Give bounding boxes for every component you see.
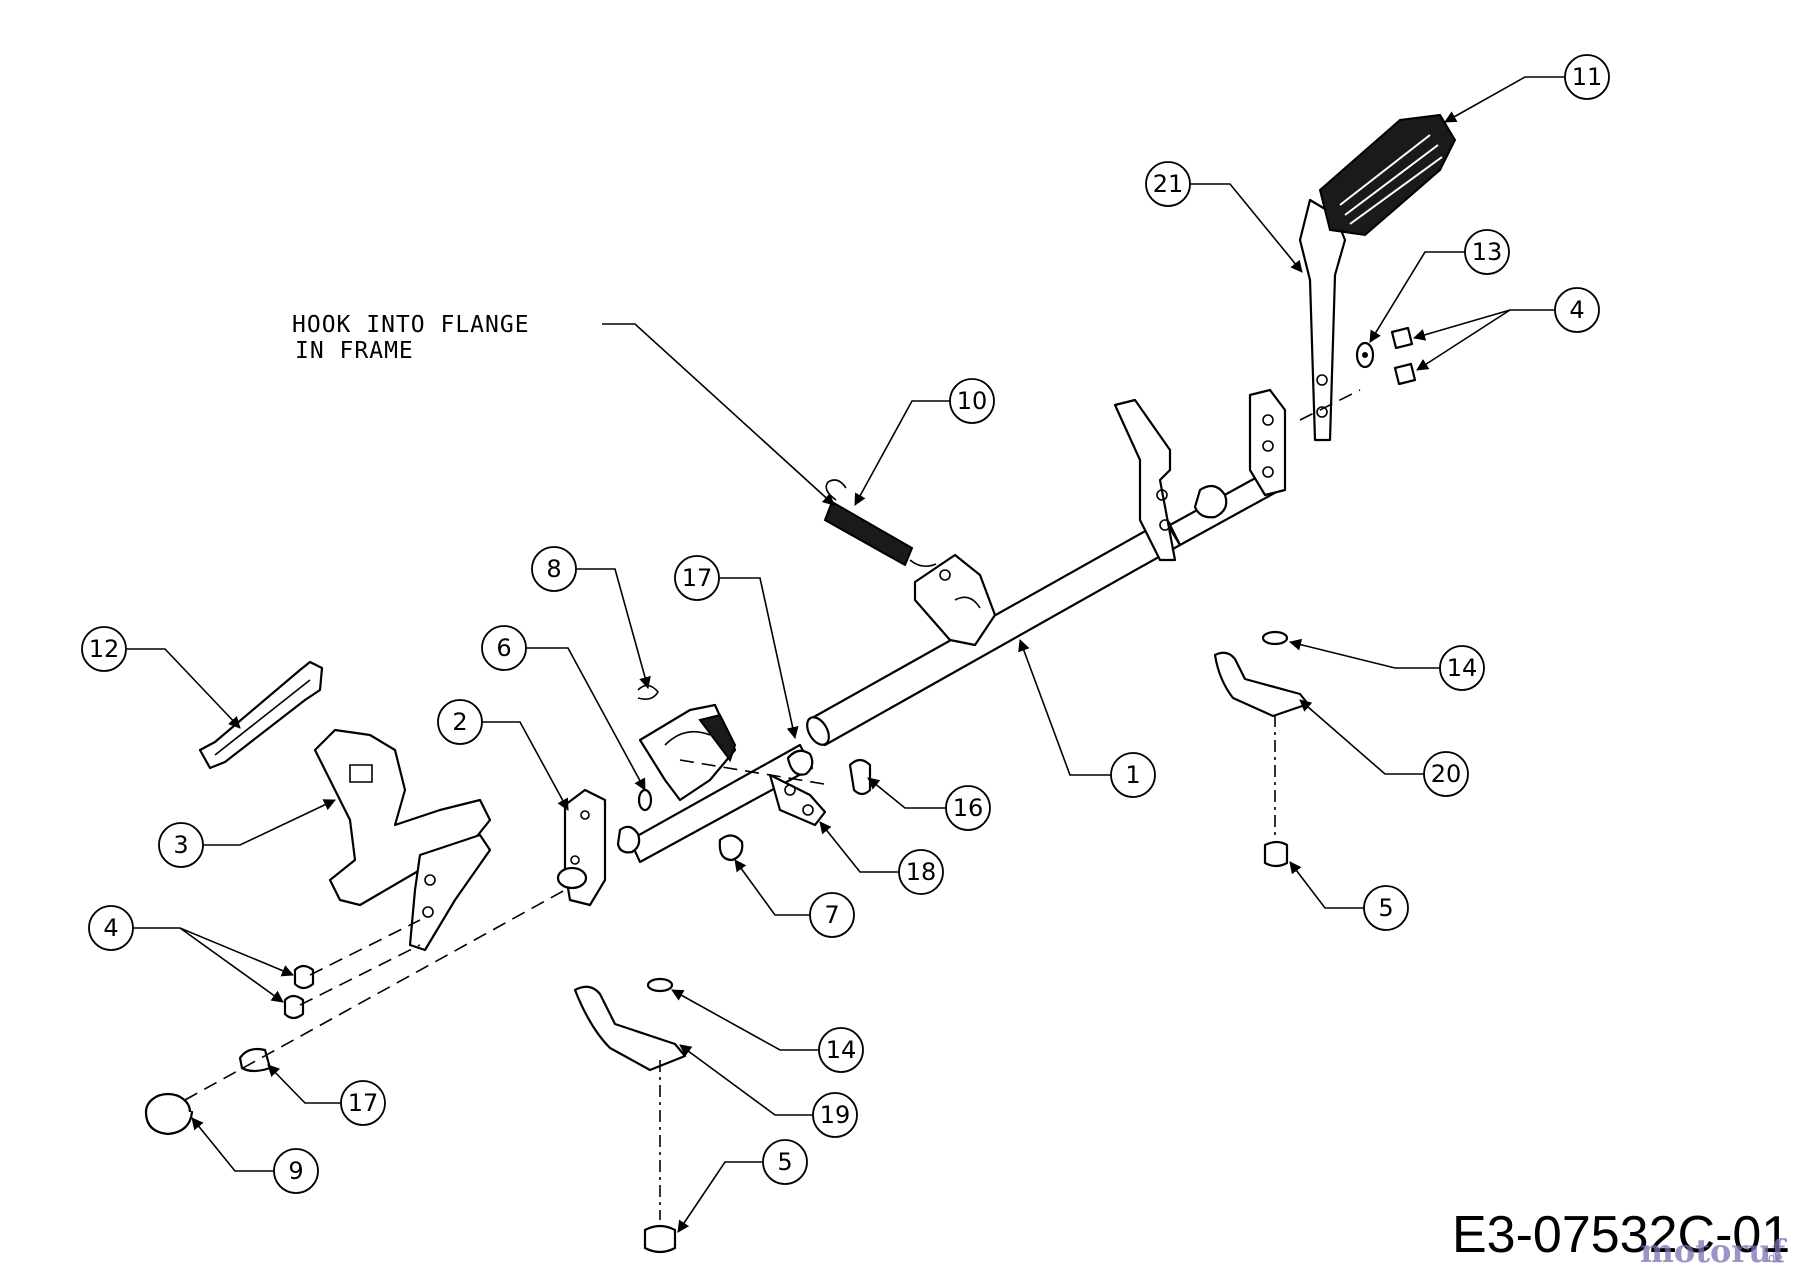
lever-handle (198, 660, 324, 770)
watermark-brand: motoruf (1640, 1232, 1787, 1270)
svg-text:14: 14 (1447, 654, 1478, 682)
callout-18: 18 (819, 821, 944, 895)
callout-19: 19 (679, 1044, 858, 1138)
note-line-1: HOOK INTO FLANGE (292, 312, 530, 338)
callout-5-right: 5 (1289, 861, 1409, 931)
callout-4-left: 4 (88, 905, 294, 1003)
svg-text:6: 6 (496, 634, 511, 662)
watermark-suffix: .de (1764, 1251, 1783, 1265)
svg-text:11: 11 (1572, 63, 1603, 91)
brake-lever-arm (1113, 398, 1228, 562)
note-line-2: IN FRAME (295, 338, 414, 364)
svg-text:16: 16 (953, 794, 984, 822)
callout-1: 1 (1018, 639, 1156, 798)
svg-text:10: 10 (957, 387, 988, 415)
callout-14-lower: 14 (671, 989, 864, 1073)
svg-text:21: 21 (1153, 170, 1184, 198)
svg-text:20: 20 (1431, 760, 1462, 788)
svg-text:4: 4 (1569, 296, 1584, 324)
foot-pedal (313, 728, 492, 952)
callout-16: 16 (867, 777, 991, 831)
callout-11: 11 (1444, 54, 1610, 123)
svg-text:13: 13 (1472, 238, 1503, 266)
right-clip (1213, 630, 1310, 868)
drawing-number: E3-07532C-01 (1452, 1206, 1790, 1264)
note-leader (602, 323, 835, 506)
callout-13: 13 (1369, 229, 1510, 343)
callout-7: 7 (734, 859, 855, 938)
callout-5-lower: 5 (677, 1139, 808, 1233)
linkage (638, 703, 872, 862)
callout-6: 6 (481, 625, 646, 791)
svg-text:3: 3 (173, 831, 188, 859)
callout-4-right: 4 (1413, 287, 1600, 371)
callout-14-right: 14 (1289, 638, 1485, 691)
svg-text:18: 18 (906, 858, 937, 886)
callout-2: 2 (437, 699, 569, 811)
svg-text:19: 19 (820, 1101, 851, 1129)
svg-text:9: 9 (288, 1157, 303, 1185)
svg-text:8: 8 (546, 555, 561, 583)
lower-bushing-and-cap (144, 889, 566, 1136)
callout-3: 3 (158, 799, 336, 868)
lower-left-bolts (283, 919, 421, 1020)
upper-hardware (1355, 326, 1417, 386)
pedal-arm (1248, 198, 1361, 497)
callout-21: 21 (1145, 161, 1303, 273)
svg-text:17: 17 (682, 564, 713, 592)
callout-9: 9 (191, 1117, 319, 1194)
svg-text:5: 5 (1378, 894, 1393, 922)
brake-pedal-pad (1318, 113, 1457, 237)
svg-text:2: 2 (452, 708, 467, 736)
callout-8: 8 (531, 546, 651, 689)
svg-text:7: 7 (824, 901, 839, 929)
callout-20: 20 (1299, 699, 1469, 797)
spring (823, 479, 937, 568)
svg-text:5: 5 (777, 1148, 792, 1176)
svg-text:1: 1 (1125, 761, 1140, 789)
callout-10: 10 (854, 378, 995, 506)
svg-text:12: 12 (89, 635, 120, 663)
callout-17-upper: 17 (674, 555, 799, 739)
callout-12: 12 (81, 626, 241, 729)
lower-clip (573, 977, 687, 1254)
svg-text:4: 4 (103, 914, 118, 942)
svg-text:17: 17 (348, 1089, 379, 1117)
callout-17-lower: 17 (267, 1064, 386, 1126)
spring-bracket (913, 553, 997, 647)
front-bracket (556, 788, 641, 907)
svg-text:14: 14 (826, 1036, 857, 1064)
